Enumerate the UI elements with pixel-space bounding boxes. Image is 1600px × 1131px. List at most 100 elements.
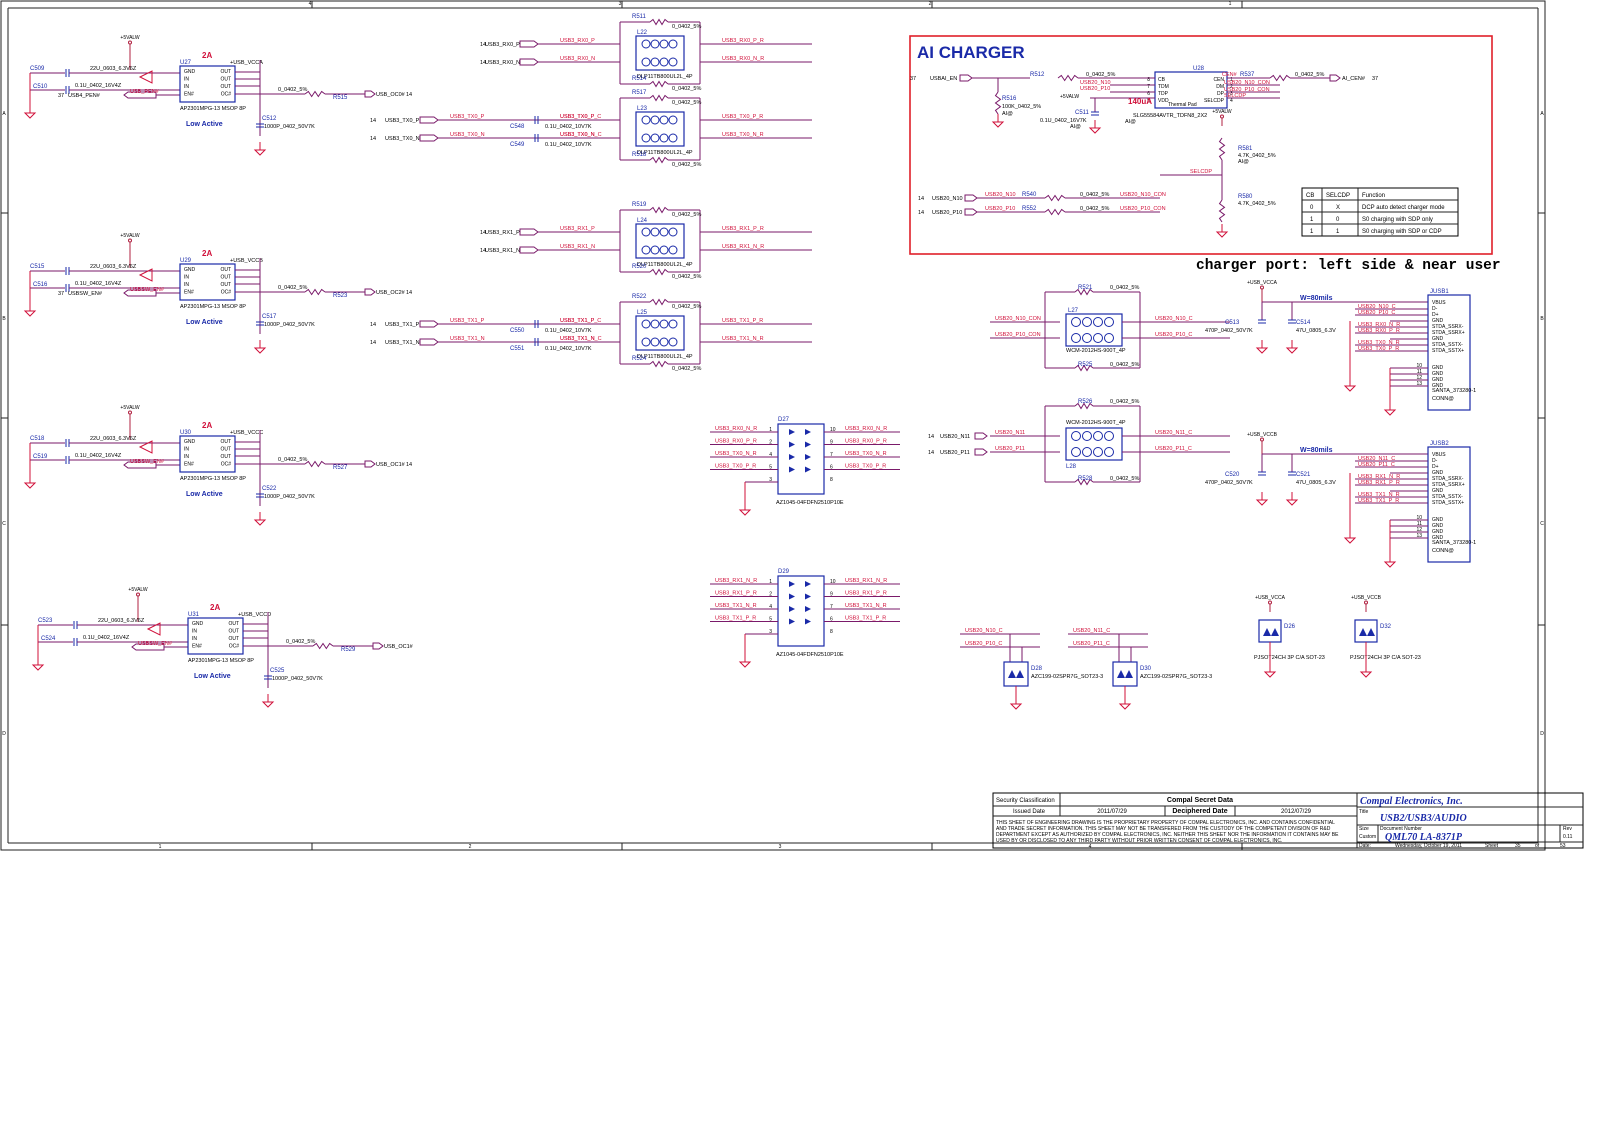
resistor-symbol — [1074, 288, 1094, 296]
diode-symbol — [789, 606, 795, 612]
usb-connector-group: +USB_VCCAW=80milsC513470P_0402_50V7KC514… — [1205, 280, 1476, 568]
sheet-ref: 37 — [58, 291, 64, 297]
frame-row-label: C — [2, 521, 6, 527]
frame-row-label: B — [1540, 316, 1544, 322]
net-label: USB3_TX1_P — [560, 318, 595, 324]
offpage-connector — [372, 642, 384, 650]
net-label: USB20_N10 — [932, 196, 963, 202]
ground-triangle — [261, 701, 275, 708]
offpage-connector — [123, 91, 157, 99]
pin-name: STDA_SSTX- — [1432, 342, 1463, 348]
tvs-part-number: PJSOT24CH 3P C/A SOT-23 — [1254, 655, 1325, 661]
pin-name: GND — [1432, 529, 1444, 535]
pin-number: 5 — [769, 617, 772, 623]
usb-connector-jusb1: +USB_VCCAW=80milsC513470P_0402_50V7KC514… — [1205, 280, 1476, 416]
tb-docnum-value: QML70 LA-8371P — [1385, 832, 1463, 843]
pin-number: 1 — [769, 427, 772, 433]
net-label: USB_OC0# — [376, 92, 406, 98]
offpage-connector — [419, 134, 439, 142]
current-rating: 2A — [202, 249, 212, 258]
choke-coil — [668, 245, 678, 255]
diode-symbol — [789, 618, 795, 625]
ground-symbol — [1359, 664, 1373, 678]
pin-number: 7 — [1147, 84, 1150, 90]
resistor-value: 0_0402_5% — [1086, 72, 1115, 78]
ic-ref: U29 — [180, 258, 192, 264]
diode-symbol — [789, 429, 795, 435]
cap-ref: C511 — [1075, 110, 1090, 116]
choke-part-number: DLP11TB800UL2L_4P — [637, 74, 693, 80]
ground-symbol — [1088, 120, 1102, 134]
net-label: USB3_TX0_P_R — [845, 464, 886, 470]
net-label: USB3_TX0_N — [450, 132, 485, 138]
assembly-tag: AI@ — [1125, 119, 1136, 125]
cap-value: 0.1U_0402_16V7K — [1040, 118, 1087, 124]
resistor-ref: R518 — [632, 152, 647, 158]
active-mode: Low Active — [194, 673, 231, 680]
ground-triangle — [1009, 703, 1023, 710]
resistor-symbol — [1057, 74, 1079, 82]
pin-name: D+ — [1432, 312, 1439, 318]
choke-coil — [650, 319, 660, 329]
offpage-connector — [519, 58, 539, 66]
ic-part-number: AP2301MPG-13 MSOP 8P — [188, 658, 254, 664]
net-label: SELCDP — [1190, 169, 1212, 175]
pin-name: EN# — [184, 92, 194, 98]
cap-value: 470P_0402_50V7K — [1205, 480, 1253, 486]
net-label: USB3_TX0_P_R — [715, 464, 756, 470]
pin-name: GND — [1432, 523, 1444, 529]
pin-name: GND — [184, 69, 196, 75]
tb-disclaimer: DEPARTMENT EXCEPT AS AUTHORIZED BY COMPA… — [996, 832, 1339, 838]
resistor-symbol — [649, 360, 669, 368]
ground-symbol — [253, 340, 267, 354]
esd-ref: D27 — [778, 417, 790, 423]
power-label: +USB_VCCB — [1247, 432, 1278, 438]
ground-triangle — [1263, 671, 1277, 678]
ground-symbol — [738, 502, 752, 516]
net-label: USB20_P10 — [985, 206, 1015, 212]
pin-number: 6 — [830, 617, 833, 623]
ground-triangle — [1383, 409, 1397, 416]
resistor-symbol — [649, 156, 669, 164]
net-label: USB3_TX1_P_R — [722, 318, 763, 324]
net-label: USB20_P11_C — [1155, 446, 1192, 452]
pin-name: D- — [1432, 458, 1438, 464]
tvs-part-number: AZC199-02SPR7G_SOT23-3 — [1031, 674, 1103, 680]
tb-security-label: Security Classification — [996, 798, 1055, 804]
net-label: USB_PEN# — [130, 89, 160, 95]
sheet-ref: 14 — [406, 290, 412, 296]
resistor-value: 0_0402_5% — [278, 87, 307, 93]
tvs-body — [1258, 619, 1282, 643]
ground-symbol — [31, 657, 45, 671]
net-label: USB20_N10_CON — [995, 316, 1041, 322]
resistor-symbol — [1218, 199, 1226, 223]
table-cell: 0 — [1336, 217, 1340, 223]
net-label: USB3_RX0_P — [560, 38, 595, 44]
charger-ic-body — [1154, 71, 1228, 109]
choke-coil — [1093, 317, 1103, 327]
frame-row-label: D — [2, 731, 6, 737]
title-block-border — [992, 792, 1584, 849]
offpage-connector — [519, 246, 539, 254]
pin-name: OUT — [220, 77, 231, 83]
sheet-frame — [0, 0, 1546, 851]
pin-number: 4 — [769, 604, 772, 610]
current-note: 140uA — [1128, 97, 1152, 106]
choke-coil — [650, 115, 660, 125]
ground-symbol — [1383, 554, 1397, 568]
choke-coil — [1104, 431, 1114, 441]
resistor-ref: R515 — [333, 95, 348, 101]
pin-number: 2 — [1230, 84, 1233, 90]
offpage-connector — [419, 338, 439, 346]
current-rating: 2A — [210, 603, 220, 612]
charger-port-note: charger port: left side & near user — [1196, 258, 1501, 274]
net-label: USB20_P10 — [1080, 86, 1110, 92]
choke-part-number: DLP11TB800UL2L_4P — [637, 354, 693, 360]
choke-coil — [668, 39, 678, 49]
ground-triangle — [738, 509, 752, 516]
